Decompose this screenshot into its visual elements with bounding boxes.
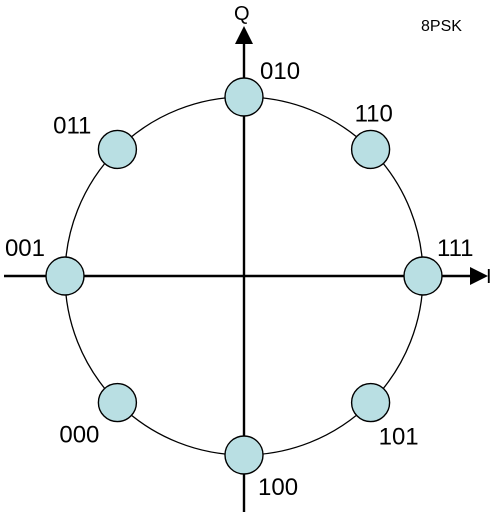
- bit-label-100: 100: [258, 474, 298, 501]
- constellation-point-110: [350, 129, 391, 170]
- bit-label-000: 000: [59, 422, 99, 449]
- constellation-point-111: [403, 256, 443, 296]
- bit-label-010: 010: [260, 58, 300, 85]
- q-axis-label: Q: [234, 3, 250, 25]
- bit-label-111: 111: [437, 235, 473, 262]
- bit-label-001: 001: [5, 235, 45, 262]
- bit-label-110: 110: [355, 100, 393, 127]
- constellation-point-101: [350, 382, 391, 423]
- i-axis-label: I: [486, 266, 492, 288]
- constellation-point-000: [97, 382, 138, 423]
- q-axis-arrowhead: [235, 26, 253, 44]
- bit-label-101: 101: [379, 424, 419, 451]
- constellation-point-100: [224, 435, 264, 475]
- diagram-title: 8PSK: [421, 18, 462, 35]
- constellation-points: [45, 77, 443, 475]
- constellation-point-011: [97, 129, 138, 170]
- i-axis-arrowhead: [470, 267, 488, 285]
- constellation-point-010: [224, 77, 264, 117]
- constellation-labels: 111 110 010 011 001 000 100 101: [5, 58, 474, 501]
- bit-label-011: 011: [53, 112, 91, 139]
- constellation-point-001: [45, 256, 85, 296]
